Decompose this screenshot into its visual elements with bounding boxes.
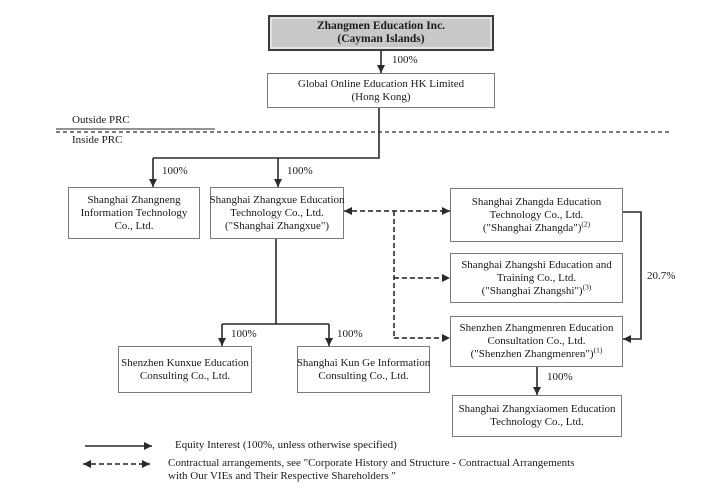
node-label: Shanghai Kun Ge Information (296, 356, 431, 369)
legend-contract-line1: Contractual arrangements, see "Corporate… (168, 457, 575, 469)
node-label: Training Co., Ltd. (496, 271, 577, 284)
pct-zhangmenren-to-zhangxiaomen: 100% (547, 371, 573, 383)
pct-zhangxue-to-kunxue: 100% (231, 328, 257, 340)
node-label: Technology Co., Ltd. (490, 416, 584, 428)
node-label: Consultation Co., Ltd. (487, 335, 586, 347)
node-label: Global Online Education HK Limited (297, 77, 465, 90)
node-label: Shanghai Zhangxue Education (209, 193, 345, 206)
node-label: Co., Ltd. (114, 219, 154, 232)
node-alias: ("Shanghai Zhangxue") (225, 219, 329, 232)
node-label: Technology Co., Ltd. (489, 208, 584, 221)
node-label: Shenzhen Kunxue Education (121, 356, 249, 369)
node-label: Shanghai Zhangneng (87, 193, 181, 206)
node-label: Information Technology (80, 206, 188, 219)
pct-zhangda-to-zhangmenren: 20.7% (647, 270, 676, 282)
node-shanghai-kun-ge: Shanghai Kun Ge Information Consulting C… (297, 346, 430, 393)
node-label: Zhangmen Education Inc. (316, 20, 446, 32)
legend-contract-text: Contractual arrangements, see "Corporate… (168, 457, 574, 483)
node-label: Shanghai Zhangxiaomen Education (458, 403, 616, 415)
node-label: Shanghai Zhangshi Education and (461, 258, 612, 271)
pct-root-to-hk: 100% (392, 54, 418, 66)
node-shanghai-zhangda: Shanghai Zhangda Education Technology Co… (450, 188, 623, 242)
node-label: Consulting Co., Ltd. (139, 369, 231, 382)
node-shanghai-zhangneng: Shanghai Zhangneng Information Technolog… (68, 187, 200, 239)
footnote-marker: (2) (581, 218, 591, 228)
node-shanghai-zhangxue: Shanghai Zhangxue Education Technology C… (209, 187, 345, 239)
footnote-marker: (1) (593, 345, 603, 355)
node-label: Technology Co., Ltd. (230, 206, 324, 219)
legend-equity-text: Equity Interest (100%, unless otherwise … (175, 439, 397, 451)
node-jurisdiction: (Cayman Islands) (337, 33, 425, 45)
node-shanghai-zhangxiaomen: Shanghai Zhangxiaomen Education Technolo… (452, 395, 622, 437)
node-shenzhen-kunxue: Shenzhen Kunxue Education Consulting Co.… (118, 346, 252, 393)
node-shenzhen-zhangmenren: Shenzhen Zhangmenren Education Consultat… (450, 316, 623, 367)
node-zhangmen-education: Zhangmen Education Inc. (Cayman Islands) (268, 15, 494, 51)
node-jurisdiction: (Hong Kong) (351, 90, 411, 103)
edge-zhangda-to-zhangmenren (623, 211, 642, 343)
outside-prc-label: Outside PRC (72, 114, 130, 126)
footnote-marker: (3) (582, 281, 592, 291)
node-global-online-education-hk: Global Online Education HK Limited (Hong… (267, 73, 495, 108)
node-alias: ("Shenzhen Zhangmenren")(1) (470, 345, 603, 360)
node-alias: ("Shanghai Zhangda")(2) (482, 218, 591, 234)
pct-hk-to-zhangneng: 100% (162, 165, 188, 177)
node-label: Consulting Co., Ltd. (318, 369, 409, 382)
node-label: Shanghai Zhangda Education (471, 195, 602, 208)
pct-zhangxue-to-kunge: 100% (337, 328, 363, 340)
node-label: Shenzhen Zhangmenren Education (459, 322, 614, 334)
node-alias: ("Shanghai Zhangshi")(3) (481, 281, 592, 297)
edge-hk-branch-trunk (153, 108, 380, 159)
node-shanghai-zhangshi: Shanghai Zhangshi Education and Training… (450, 253, 623, 303)
edge-zhangxue-branch-trunk (222, 239, 329, 325)
legend-contract-line2: with Our VIEs and Their Respective Share… (168, 470, 397, 482)
pct-hk-to-zhangxue: 100% (287, 165, 313, 177)
inside-prc-label: Inside PRC (72, 134, 123, 146)
